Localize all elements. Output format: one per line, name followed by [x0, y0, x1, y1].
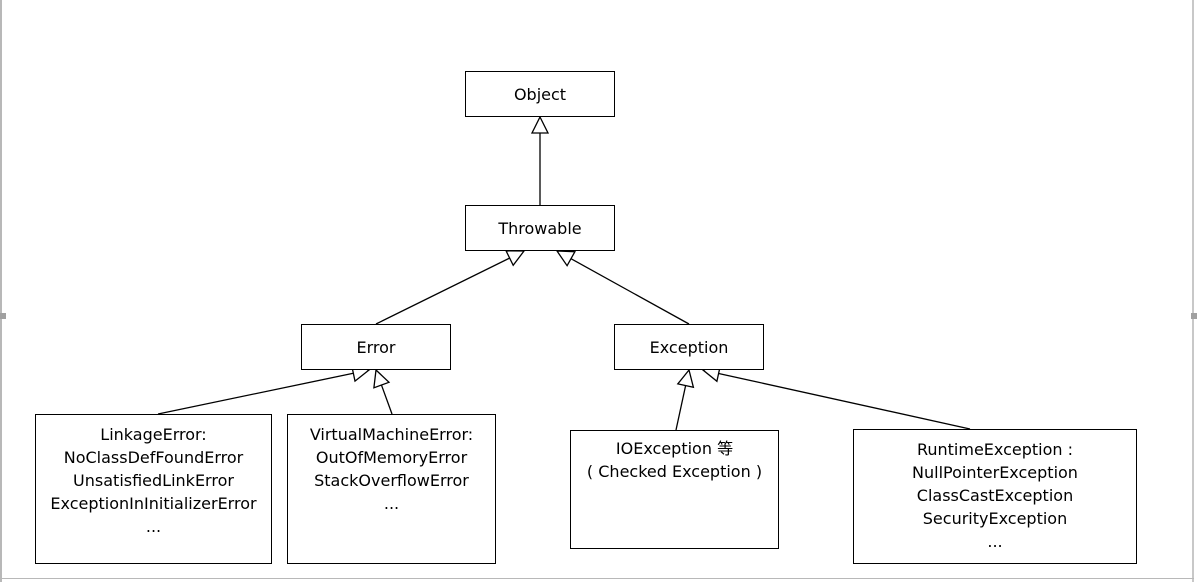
node-label: VirtualMachineError: — [309, 425, 474, 444]
node-label: Error — [356, 337, 396, 357]
node-label: ExceptionInInitializerError — [50, 494, 257, 513]
frame-right-border — [1192, 0, 1194, 582]
node-label: ... — [383, 494, 400, 513]
node-label: ... — [145, 517, 162, 536]
inheritance-arrowhead-error — [373, 368, 391, 389]
right-resize-handle — [1191, 313, 1197, 319]
edge-error-to-throwable — [375, 257, 510, 325]
node-label: Object — [513, 84, 567, 104]
edge-runtime-to-exception — [718, 372, 971, 430]
exception-node: Exception — [614, 324, 764, 370]
inheritance-arrowhead-exception — [676, 368, 695, 389]
node-label: ClassCastException — [916, 486, 1074, 505]
throwable-node: Throwable — [465, 205, 615, 251]
node-label: ( Checked Exception ) — [586, 462, 763, 481]
edge-vm-to-error — [380, 384, 393, 415]
left-resize-handle — [0, 313, 6, 319]
node-label: Exception — [649, 337, 729, 357]
node-label: OutOfMemoryError — [315, 448, 468, 467]
node-label: LinkageError: — [100, 425, 207, 444]
runtime-exception-node: RuntimeException : NullPointerException … — [853, 429, 1137, 564]
node-label: StackOverflowError — [314, 471, 469, 490]
node-label: RuntimeException : — [916, 440, 1074, 459]
node-label: NoClassDefFoundError — [63, 448, 244, 467]
frame-bottom-border — [0, 578, 1194, 579]
node-label: SecurityException — [922, 509, 1068, 528]
virtual-machine-error-node: VirtualMachineError: OutOfMemoryError St… — [287, 414, 496, 564]
inheritance-arrowhead-throwable — [555, 250, 576, 267]
inheritance-arrowhead-object — [530, 115, 550, 134]
node-label: Throwable — [498, 218, 582, 238]
edge-io-to-exception — [675, 385, 687, 431]
edge-exception-to-throwable — [570, 258, 690, 325]
node-label: ... — [987, 532, 1003, 551]
node-label: IOException 等 — [615, 439, 734, 458]
frame-left-border — [0, 0, 2, 582]
linkage-error-node: LinkageError: NoClassDefFoundError Unsat… — [35, 414, 272, 564]
edge-linkage-to-error — [157, 372, 354, 415]
node-label: NullPointerException — [912, 463, 1078, 482]
error-node: Error — [301, 324, 451, 370]
node-label: UnsatisfiedLinkError — [73, 471, 234, 490]
object-node: Object — [465, 71, 615, 117]
io-exception-node: IOException 等 ( Checked Exception ) — [570, 430, 779, 549]
